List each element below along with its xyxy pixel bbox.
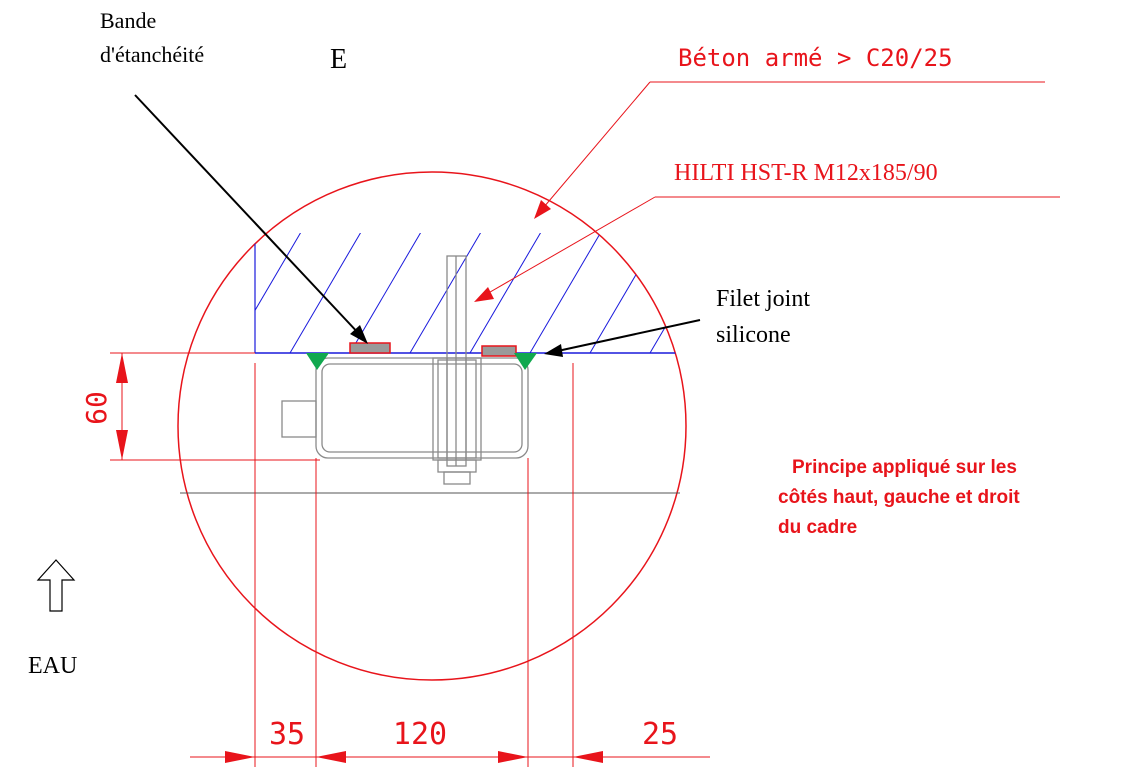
beton-leader-arrow bbox=[534, 200, 551, 219]
filet-label-line2: silicone bbox=[716, 322, 791, 348]
dim-left-label: 35 bbox=[269, 717, 305, 752]
dim-height-label: 60 bbox=[80, 391, 113, 425]
bande-label-line1: Bande bbox=[100, 8, 156, 33]
dim-right-label: 25 bbox=[642, 717, 678, 752]
height-arrow-bottom bbox=[116, 430, 128, 460]
dim-arrow-35-left bbox=[225, 751, 255, 763]
hilti-leader-arrow bbox=[474, 287, 494, 302]
anchor-bolt bbox=[437, 255, 477, 485]
filet-leader bbox=[552, 319, 701, 353]
dim-arrow-25-right bbox=[573, 751, 603, 763]
dim-arrow-120-right bbox=[498, 751, 528, 763]
principe-line1: Principe appliqué sur les bbox=[792, 457, 1017, 478]
sealing-strip-right bbox=[481, 345, 517, 357]
bande-leader bbox=[134, 94, 363, 338]
principe-line3: du cadre bbox=[778, 517, 857, 538]
beton-leader bbox=[537, 81, 1045, 215]
dim-arrow-35-right bbox=[316, 751, 346, 763]
bande-label-line2: d'étanchéité bbox=[100, 42, 204, 67]
filet-leader-arrow bbox=[544, 344, 563, 357]
dim-frame-label: 120 bbox=[393, 717, 447, 752]
principe-line2: côtés haut, gauche et droit bbox=[778, 487, 1020, 508]
beton-label: Béton armé > C20/25 bbox=[678, 44, 953, 72]
filet-label-line1: Filet joint bbox=[716, 286, 810, 312]
hilti-leader bbox=[477, 196, 1060, 300]
silicone-fillet-right bbox=[514, 353, 537, 370]
detail-circle bbox=[177, 171, 687, 681]
sealing-strip-left bbox=[349, 342, 391, 354]
hilti-label: HILTI HST-R M12x185/90 bbox=[674, 160, 938, 186]
frame-profile bbox=[281, 357, 529, 461]
eau-label: EAU bbox=[28, 653, 77, 679]
height-arrow-top bbox=[116, 353, 128, 383]
silicone-fillet-left bbox=[306, 353, 329, 370]
water-arrow-icon bbox=[36, 559, 76, 612]
section-letter: E bbox=[330, 44, 347, 75]
bande-leader-arrow bbox=[350, 325, 368, 344]
dimension-extension-lines bbox=[254, 363, 574, 767]
height-dimension bbox=[110, 352, 320, 461]
